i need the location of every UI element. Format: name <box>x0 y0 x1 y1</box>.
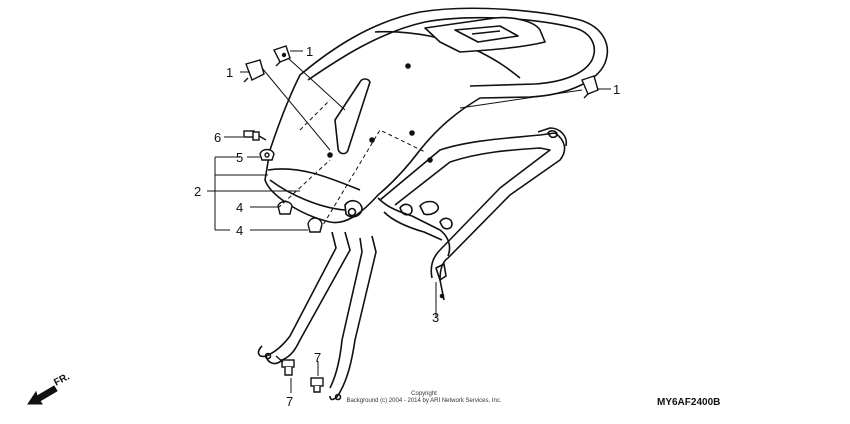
callout-2: 2 <box>194 184 201 199</box>
front-direction-arrow: FR. <box>27 371 72 405</box>
callout-7-left: 7 <box>286 394 293 409</box>
callout-3: 3 <box>432 310 439 325</box>
rear-fender <box>264 7 609 224</box>
callout-6: 6 <box>214 130 221 145</box>
part-4-collar-b <box>307 217 323 233</box>
callout-4-lower: 4 <box>236 223 243 238</box>
dashed-guide-lines <box>277 99 426 231</box>
callout-1-right: 1 <box>613 82 620 97</box>
copyright-line-2: Background (c) 2004 - 2014 by ARI Networ… <box>346 398 501 404</box>
diagram-code: MY6AF2400B <box>657 397 720 408</box>
callout-7-right: 7 <box>314 350 321 365</box>
part-1-grommet-c <box>581 75 599 99</box>
part-7-bolt-right <box>310 377 324 393</box>
copyright-notice: Copyright Background (c) 2004 - 2014 by … <box>346 391 501 404</box>
part-1-grommet-b <box>243 59 265 83</box>
part-6-bolt <box>243 130 267 141</box>
callout-1-left: 1 <box>226 65 233 80</box>
part-5-clip <box>259 148 275 161</box>
front-arrow-label: FR. <box>52 371 72 388</box>
front-arrow-icon <box>27 385 58 405</box>
callout-4-upper: 4 <box>236 200 243 215</box>
callout-1-top: 1 <box>306 44 313 59</box>
callout-5: 5 <box>236 150 243 165</box>
leader-lines <box>207 50 611 393</box>
part-3-rear-frame <box>257 127 568 401</box>
callout-labels: 1 1 1 6 5 2 4 4 3 7 7 <box>194 44 620 409</box>
part-4-collar-a <box>277 200 293 215</box>
part-1-grommet-a <box>273 45 291 67</box>
copyright-line-1: Copyright <box>411 391 437 397</box>
